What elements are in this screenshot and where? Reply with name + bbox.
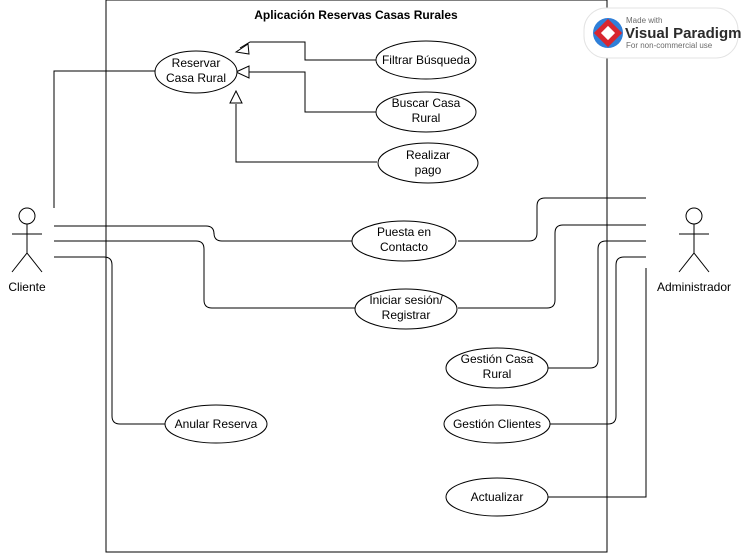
use-case-reservar-casa-rural[interactable]: Reservar Casa Rural	[154, 50, 238, 94]
edge-admin-gestion-clientes	[548, 256, 646, 425]
use-case-label: Actualizar	[471, 490, 524, 504]
gen-arrow-1	[234, 43, 250, 55]
use-case-label: pago	[415, 163, 442, 177]
use-case-gestion-clientes[interactable]: Gestión Clientes	[443, 404, 551, 444]
edge-admin-gestion-casa	[548, 240, 646, 369]
use-case-label: Gestión Clientes	[453, 417, 541, 431]
use-case-realizar-pago[interactable]: Realizar pago	[377, 142, 479, 184]
watermark-line2: Visual Paradigm	[625, 25, 741, 42]
actor-cliente[interactable]	[11, 207, 43, 273]
use-case-label: Rural	[412, 111, 441, 125]
use-case-iniciar-sesion[interactable]: Iniciar sesión/ Registrar	[354, 288, 458, 330]
watermark-line1: Made with	[626, 16, 662, 25]
actor-administrador[interactable]	[678, 207, 710, 273]
actor-label-cliente: Cliente	[8, 280, 46, 294]
edge-cliente-reservar	[53, 70, 155, 208]
use-case-label: Realizar	[406, 148, 450, 162]
use-case-label: Contacto	[380, 240, 428, 254]
use-case-label: Anular Reserva	[175, 417, 258, 431]
use-case-label: Rural	[483, 367, 512, 381]
visual-paradigm-logo-icon	[593, 18, 623, 48]
actor-head	[685, 207, 703, 225]
use-case-label: Puesta en	[377, 225, 431, 239]
system-boundary	[105, 0, 608, 553]
use-case-label: Gestión Casa	[461, 352, 534, 366]
use-case-label: Filtrar Búsqueda	[382, 53, 470, 67]
actor-head	[18, 207, 36, 225]
gen-arrow-3	[229, 89, 243, 104]
system-title: Aplicación Reservas Casas Rurales	[254, 8, 458, 22]
edge-admin-contacto	[458, 197, 646, 242]
gen-arrow-2	[234, 65, 250, 79]
edge-buscar-reservar	[238, 71, 377, 113]
use-case-gestion-casa-rural[interactable]: Gestión Casa Rural	[445, 347, 549, 389]
edge-admin-actualizar	[548, 268, 647, 498]
use-case-actualizar[interactable]: Actualizar	[445, 477, 549, 517]
edge-admin-sesion	[458, 224, 646, 309]
use-case-label: Reservar	[172, 56, 221, 70]
use-case-label: Registrar	[382, 308, 431, 322]
watermark-line3: For non-commercial use	[626, 41, 713, 50]
visual-paradigm-watermark: Made with Visual Paradigm For non-commer…	[583, 7, 741, 59]
edge-cliente-sesion	[54, 240, 355, 309]
use-case-label: Iniciar sesión/	[369, 293, 443, 307]
use-case-anular-reserva[interactable]: Anular Reserva	[164, 404, 268, 444]
use-case-puesta-en-contacto[interactable]: Puesta en Contacto	[351, 220, 457, 262]
actor-label-administrador: Administrador	[657, 280, 731, 294]
edge-cliente-anular	[54, 256, 165, 425]
edge-filtrar-reservar	[239, 41, 377, 61]
edge-pago-reservar	[235, 104, 377, 163]
use-case-buscar-casa-rural[interactable]: Buscar Casa Rural	[375, 91, 477, 133]
edge-cliente-contacto	[54, 225, 353, 242]
use-case-label: Buscar Casa	[392, 96, 461, 110]
use-case-filtrar-busqueda[interactable]: Filtrar Búsqueda	[375, 40, 477, 80]
use-case-label: Casa Rural	[166, 71, 226, 85]
